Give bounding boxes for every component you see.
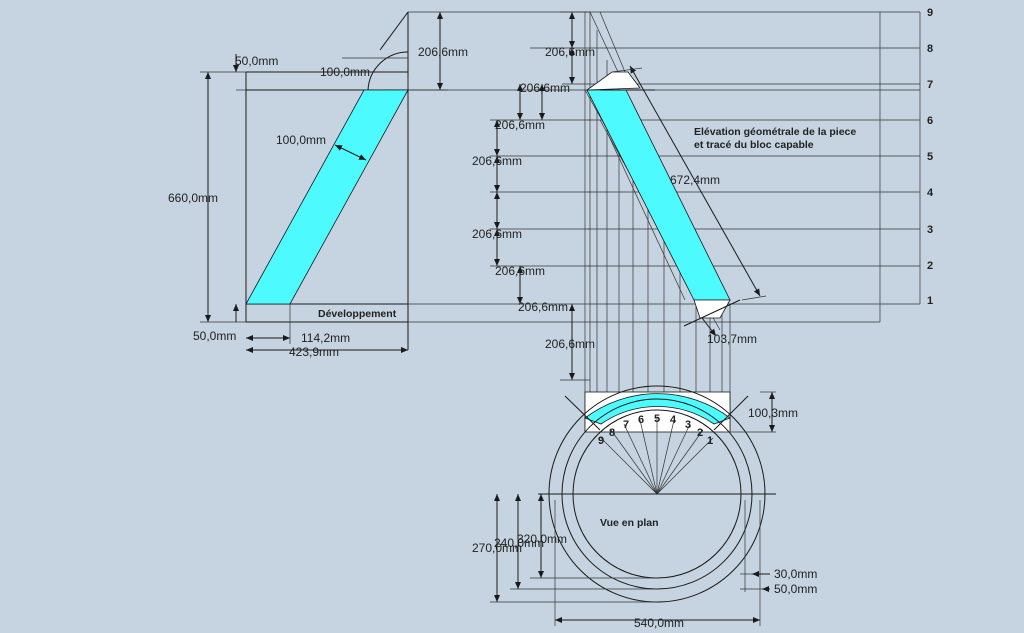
plan-number-1: 1 (707, 435, 713, 447)
level-number-6: 6 (927, 115, 933, 127)
elevation-title-line1: Elévation géométrale de la piece (694, 126, 856, 138)
dim-100-curve: 100,0mm (320, 65, 370, 79)
plan-number-9: 9 (598, 435, 604, 447)
level-number-1: 1 (927, 295, 933, 307)
plan-number-2: 2 (697, 427, 703, 439)
dim-step-2: 206,6mm (520, 81, 570, 95)
dim-114: 114,2mm (301, 331, 350, 345)
dim-50: 50,0mm (774, 582, 817, 596)
level-number-3: 3 (927, 224, 933, 236)
dim-step-1: 206,6mm (545, 45, 595, 59)
plan-arc-strip (584, 393, 731, 425)
dim-100-3: 100,3mm (748, 406, 798, 420)
dim-30: 30,0mm (774, 567, 817, 581)
dim-103: 103,7mm (707, 332, 757, 346)
plan-view: 100,3mm 320,0mm 240,0mm 270,0mm 30,0mm 5… (472, 385, 817, 630)
dim-206-top: 206,6mm (418, 45, 468, 59)
dim-step-7: 206,6mm (518, 300, 568, 314)
level-number-7: 7 (927, 79, 933, 91)
development-view: 50,0mm 100,0mm 100,0mm 660,0mm 50,0mm 11… (168, 11, 880, 359)
development-strip (245, 89, 409, 305)
dim-step-8: 206,6mm (545, 337, 595, 351)
dim-100-width: 100,0mm (276, 133, 326, 147)
level-number-5: 5 (927, 151, 933, 163)
level-number-9: 9 (927, 7, 933, 19)
plan-number-3: 3 (685, 419, 691, 431)
plan-number-6: 6 (638, 414, 644, 426)
label-developpement: Développement (318, 308, 397, 320)
dim-672: 672,4mm (670, 173, 720, 187)
dim-50-top: 50,0mm (235, 54, 278, 68)
elevation-title-line2: et tracé du bloc capable (694, 139, 814, 151)
dim-540: 540,0mm (634, 616, 684, 630)
dim-step-6: 206,6mm (495, 264, 545, 278)
dim-50-bottom: 50,0mm (193, 329, 236, 343)
plan-number-8: 8 (609, 427, 615, 439)
dim-step-5: 206,6mm (472, 227, 522, 241)
plan-number-7: 7 (623, 419, 629, 431)
plan-number-4: 4 (670, 414, 677, 426)
elevation-strip (586, 89, 731, 301)
dim-step-4: 206,6mm (472, 154, 522, 168)
level-number-8: 8 (927, 43, 933, 55)
dim-step-3: 206,6mm (495, 118, 545, 132)
dim-270: 270,0mm (472, 541, 522, 555)
dim-320: 320,0mm (517, 532, 567, 546)
dim-240: 240,0mm (494, 536, 544, 550)
level-number-4: 4 (927, 187, 934, 199)
plan-number-5: 5 (654, 413, 660, 425)
dim-423: 423,9mm (289, 345, 339, 359)
label-vue-en-plan: Vue en plan (600, 517, 659, 529)
level-number-2: 2 (927, 260, 933, 272)
elevation-view: 206,6mm 206,6mm 206,6mm 206,6mm 206,6mm … (408, 7, 934, 432)
dim-660: 660,0mm (168, 191, 218, 205)
